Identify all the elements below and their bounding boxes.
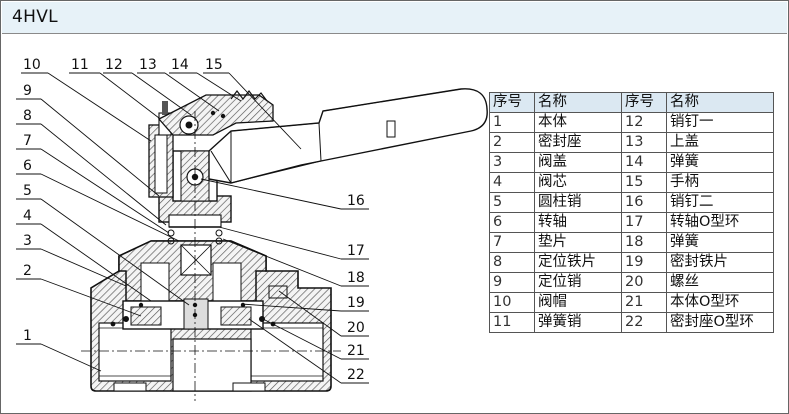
cell: 密封座O型环 bbox=[666, 312, 774, 333]
cell: 3 bbox=[489, 152, 535, 173]
callout-14: 14 bbox=[171, 57, 189, 73]
cell: 17 bbox=[621, 212, 667, 233]
cell: 垫片 bbox=[534, 232, 622, 253]
cell: 8 bbox=[489, 252, 535, 273]
callout-21: 21 bbox=[347, 343, 365, 359]
cell: 密封铁片 bbox=[666, 252, 774, 273]
cell: 1 bbox=[489, 112, 535, 133]
cell: 阀盖 bbox=[534, 152, 622, 173]
callout-1: 1 bbox=[23, 328, 32, 344]
callout-10: 10 bbox=[23, 57, 41, 73]
cell: 20 bbox=[621, 272, 667, 293]
cell: 4 bbox=[489, 172, 535, 193]
table-header-row: 序号 名称 序号 名称 bbox=[489, 92, 774, 113]
cell: 定位销 bbox=[534, 272, 622, 293]
cell: 9 bbox=[489, 272, 535, 293]
cell: 转轴O型环 bbox=[666, 212, 774, 233]
cell: 本体 bbox=[534, 112, 622, 133]
cell: 弹簧 bbox=[666, 152, 774, 173]
cell: 14 bbox=[621, 152, 667, 173]
cell: 螺丝 bbox=[666, 272, 774, 293]
cell: 15 bbox=[621, 172, 667, 193]
cell: 12 bbox=[621, 112, 667, 133]
callout-6: 6 bbox=[23, 158, 32, 174]
callout-16: 16 bbox=[347, 193, 365, 209]
cell: 本体O型环 bbox=[666, 292, 774, 313]
callout-8: 8 bbox=[23, 108, 32, 124]
model-label: 4HVL bbox=[12, 7, 58, 27]
cell: 销钉二 bbox=[666, 192, 774, 213]
cell: 5 bbox=[489, 192, 535, 213]
callout-4: 4 bbox=[23, 208, 32, 224]
callout-13: 13 bbox=[139, 57, 157, 73]
header-index-2: 序号 bbox=[621, 92, 667, 113]
callout-7: 7 bbox=[23, 133, 32, 149]
cell: 13 bbox=[621, 132, 667, 153]
screw bbox=[268, 285, 288, 299]
cell: 手柄 bbox=[666, 172, 774, 193]
upper-cover bbox=[157, 90, 274, 136]
callout-15: 15 bbox=[205, 57, 223, 73]
cell: 2 bbox=[489, 132, 535, 153]
title-bar: 4HVL bbox=[2, 2, 787, 34]
cell: 销钉一 bbox=[666, 112, 774, 133]
callout-22: 22 bbox=[347, 367, 365, 383]
callout-labels bbox=[16, 72, 369, 384]
cell: 上盖 bbox=[666, 132, 774, 153]
header-name-2: 名称 bbox=[666, 92, 774, 113]
cell: 圆柱销 bbox=[534, 192, 622, 213]
callout-17: 17 bbox=[347, 243, 365, 259]
cell: 7 bbox=[489, 232, 535, 253]
callout-11: 11 bbox=[71, 57, 89, 73]
callout-3: 3 bbox=[23, 233, 32, 249]
cell: 18 bbox=[621, 232, 667, 253]
cell: 阀芯 bbox=[534, 172, 622, 193]
cell: 转轴 bbox=[534, 212, 622, 233]
cell: 6 bbox=[489, 212, 535, 233]
callout-9: 9 bbox=[23, 83, 32, 99]
header-index-1: 序号 bbox=[489, 92, 535, 113]
cell: 弹簧 bbox=[666, 232, 774, 253]
cell: 21 bbox=[621, 292, 667, 313]
valve-handle bbox=[208, 88, 488, 184]
callout-12: 12 bbox=[105, 57, 123, 73]
cell: 阀帽 bbox=[534, 292, 622, 313]
cell: 弹簧销 bbox=[534, 312, 622, 333]
cell: 10 bbox=[489, 292, 535, 313]
callout-20: 20 bbox=[347, 320, 365, 336]
header-name-1: 名称 bbox=[534, 92, 622, 113]
callout-5: 5 bbox=[23, 183, 32, 199]
cell: 16 bbox=[621, 192, 667, 213]
cell: 11 bbox=[489, 312, 535, 333]
callout-18: 18 bbox=[347, 270, 365, 286]
cell: 定位铁片 bbox=[534, 252, 622, 273]
callout-19: 19 bbox=[347, 295, 365, 311]
callout-2: 2 bbox=[23, 263, 32, 279]
cell: 22 bbox=[621, 312, 667, 333]
cell: 密封座 bbox=[534, 132, 622, 153]
cell: 19 bbox=[621, 252, 667, 273]
